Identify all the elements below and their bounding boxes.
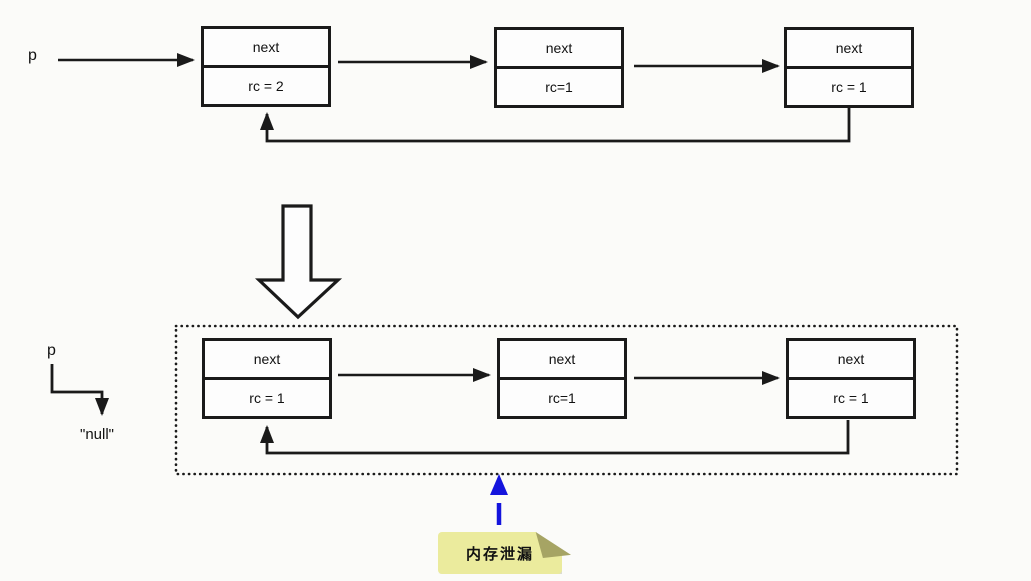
- node-next-label: next: [204, 29, 328, 68]
- bottom-list-node-2: next rc=1: [497, 338, 627, 419]
- top-list-node-2: next rc=1: [494, 27, 624, 108]
- node-next-label: next: [497, 30, 621, 69]
- top-loopback-arrow: [260, 107, 851, 143]
- top-list-node-3: next rc = 1: [784, 27, 914, 108]
- node-next-label: next: [500, 341, 624, 380]
- node-next-label: next: [205, 341, 329, 380]
- null-value-label: "null": [80, 426, 114, 443]
- bottom-list-node-3: next rc = 1: [786, 338, 916, 419]
- node-rc-label: rc = 1: [831, 79, 867, 95]
- top-list-node-1: next rc = 2: [201, 26, 331, 107]
- memory-leak-note-label: 内存泄漏: [465, 545, 534, 563]
- transition-down-arrow-icon: [254, 204, 343, 320]
- node-rc-label: rc = 2: [248, 78, 284, 94]
- bottom-pointer-label: p: [47, 342, 56, 359]
- top-pointer-label: p: [28, 47, 37, 64]
- bottom-loopback-arrow: [260, 420, 850, 455]
- callout-up-arrow-icon: [490, 474, 508, 527]
- memory-leak-note: 内存泄漏: [438, 532, 562, 574]
- null-pointer-elbow-arrow: [50, 364, 109, 416]
- node-next-label: next: [789, 341, 913, 380]
- node-rc-label: rc = 1: [249, 390, 285, 406]
- node-next-label: next: [787, 30, 911, 69]
- node-rc-label: rc = 1: [833, 390, 869, 406]
- node-rc-label: rc=1: [548, 390, 576, 406]
- bottom-list-node-1: next rc = 1: [202, 338, 332, 419]
- node-rc-label: rc=1: [545, 79, 573, 95]
